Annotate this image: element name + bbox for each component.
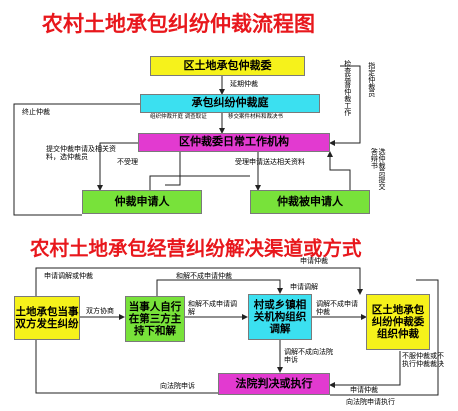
- box-daily-office: 区仲裁委日常工作机构: [138, 133, 330, 152]
- flowchart-title: 农村土地承包纠纷仲裁流程图: [42, 12, 315, 36]
- box-applicant: 仲裁申请人: [82, 190, 202, 214]
- box-arbitration-committee: 区土地承包仲裁委: [150, 56, 305, 76]
- label-settle-fail-arbitrate: 和解不成申请仲裁: [176, 272, 232, 280]
- label-sue-court: 向法院申诉: [160, 382, 195, 390]
- channels-title: 农村土地承包经营纠纷解决渠道或方式: [30, 237, 362, 260]
- label-accept: 受理申请送达相关资料: [235, 158, 305, 166]
- box-self-settlement: 当事人自行在第三方主持下和解: [125, 296, 185, 342]
- label-reject: 不受理: [117, 158, 138, 166]
- box-mediation: 村或乡镇相关机构组织调解: [248, 294, 312, 340]
- label-choose-arbitrator: 选仲裁员提交答辩书: [370, 148, 386, 190]
- label-submit-application: 提交仲裁申请及相关资料，选仲裁员: [46, 145, 116, 162]
- box-arbitration: 区土地承包纠纷仲裁委组织仲裁: [366, 294, 430, 350]
- label-hearing: 组织仲裁开庭 调查取证: [150, 114, 207, 120]
- label-apply-mediate-arbitrate: 申请调解或仲裁: [44, 272, 93, 280]
- label-submit-materials: 移交案件材料和裁决书: [228, 114, 284, 120]
- label-terminate: 终止仲裁: [22, 108, 50, 116]
- label-apply-mediation: 申请调解: [290, 283, 318, 291]
- label-mediate-fail-sue: 调解不成向法院申诉: [284, 348, 333, 365]
- box-respondent: 仲裁被申请人: [250, 190, 370, 214]
- label-assign-arbitrator: 指定仲裁员: [367, 62, 376, 97]
- label-supervise: 检查监督仲裁工作: [343, 60, 352, 116]
- label-apply-execution: 向法院申请执行: [346, 398, 395, 406]
- box-arbitration-tribunal: 承包纠纷仲裁庭: [140, 94, 320, 113]
- box-court: 法院判决或执行: [218, 373, 330, 395]
- label-apply-arbitration: 申请仲裁: [300, 257, 328, 265]
- label-apply-arbitrate-bottom: 申请仲裁: [350, 386, 378, 394]
- label-negotiate: 双方协商: [86, 307, 114, 315]
- label-settle-fail-mediate: 和解不成申请调解: [188, 300, 237, 317]
- label-mediate-fail-arbitrate: 调解不成申请仲裁: [316, 300, 358, 317]
- label-appeal: 不服仲裁或不执行仲裁裁决: [402, 352, 444, 369]
- box-dispute-parties: 土地承包当事双方发生纠纷: [14, 296, 80, 340]
- label-extend: 延期仲裁: [230, 80, 258, 88]
